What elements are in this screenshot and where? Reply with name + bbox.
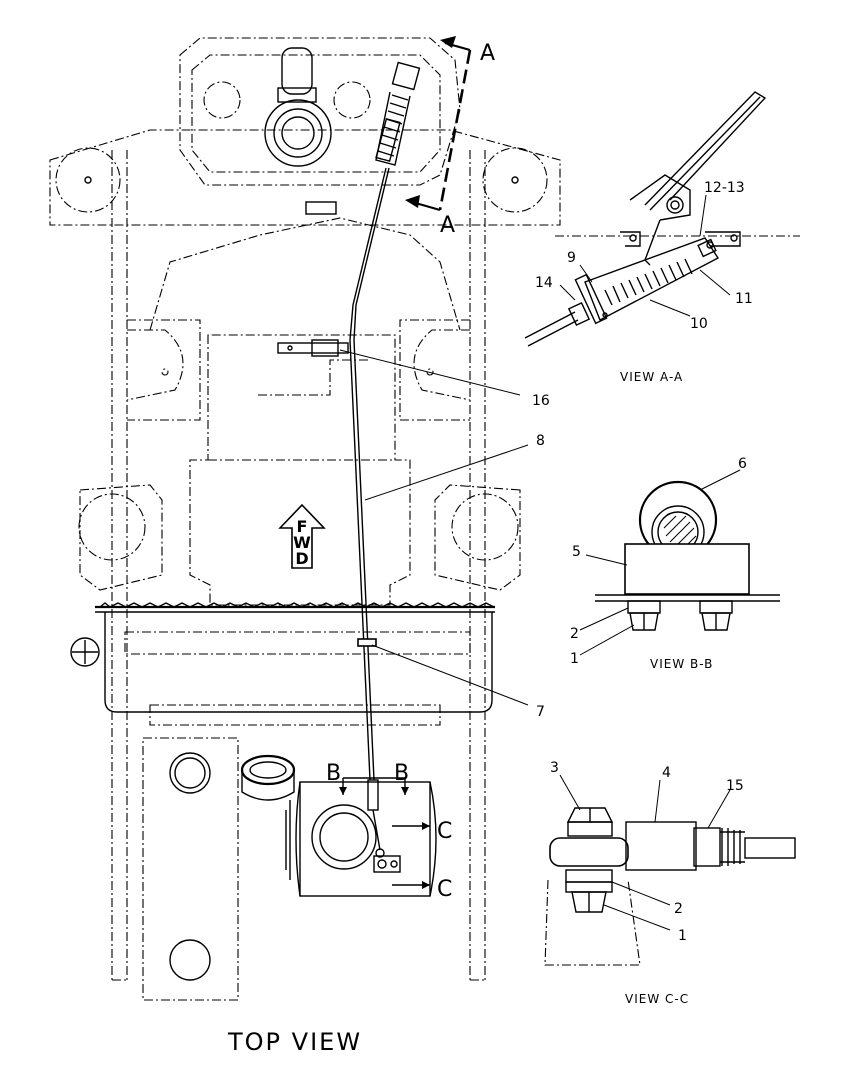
pedal-spring [604,258,693,306]
view-c-c: 3 4 15 2 1 VIEW C-C [544,760,796,1006]
view-c-callout-3: 3 [550,760,559,776]
view-b-callout-6: 6 [738,456,747,472]
fwd-label-d: D [295,549,308,568]
view-b-callout-1: 1 [570,651,579,667]
section-c-bottom-label: C [437,877,452,902]
top-view-drawing [49,37,561,1001]
view-a-callout-10: 10 [690,316,708,332]
callout-8: 8 [536,433,545,449]
fwd-label-f: F [297,517,308,536]
section-b-right-label: B [394,761,409,786]
tube-hatch [661,513,697,549]
callout-7: 7 [536,704,545,720]
section-c-top-label: C [437,819,452,844]
callout-16: 16 [532,393,550,409]
view-c-callout-4: 4 [662,765,671,781]
fwd-label-w: W [293,533,311,552]
forward-arrow-icon: F W D [278,503,326,569]
view-a-callout-14: 14 [535,275,553,291]
view-a-caption: VIEW A-A [620,370,683,384]
view-c-callout-15: 15 [726,778,744,794]
view-c-callout-2: 2 [674,901,683,917]
view-b-callout-2: 2 [570,626,579,642]
section-b-left-label: B [326,761,341,786]
throttle-cable [277,61,421,858]
top-view-title: TOP VIEW [227,1028,362,1056]
view-a-callout-11: 11 [735,291,753,307]
view-b-caption: VIEW B-B [650,657,713,671]
view-b-callout-5: 5 [572,544,581,560]
bolt-row [99,602,495,608]
view-a-a: 12-13 9 14 11 10 VIEW A-A [524,91,800,384]
view-a-callout-12-13: 12-13 [704,180,745,196]
view-a-callout-9: 9 [567,250,576,266]
section-line-a: A A [405,36,495,238]
view-c-callout-1: 1 [678,928,687,944]
section-a-bottom-label: A [440,213,455,238]
section-a-top-label: A [480,41,495,66]
view-b-b: 6 5 2 1 VIEW B-B [570,456,780,671]
view-c-caption: VIEW C-C [625,992,689,1006]
